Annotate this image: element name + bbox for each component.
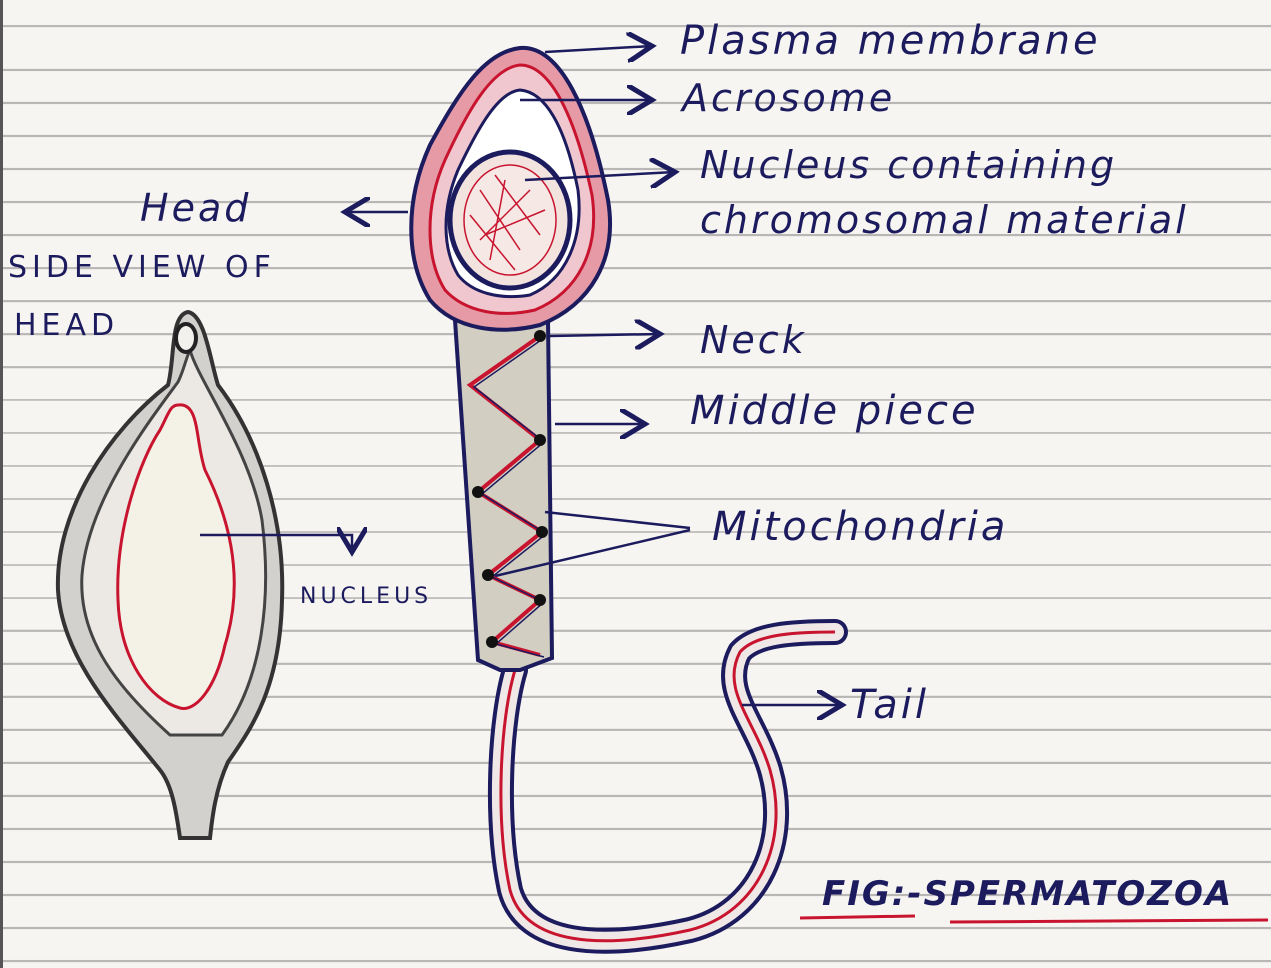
mitochondria-label: Mitochondria [712,504,1008,550]
neck-pointer [550,334,660,336]
figure-title-underline-1 [800,916,915,918]
mitochondrion-dot [482,569,494,581]
neck-label: Neck [700,318,807,362]
figure-title: FIG:-SPERMATOZOA [822,874,1233,914]
mitochondrion-dot [534,594,546,606]
mitochondrion-dot [534,434,546,446]
mitochondrion-dot [472,486,484,498]
head-label: Head [140,186,251,230]
mitochondria-pointer-upper [545,512,690,528]
mitochondrion-dot [536,526,548,538]
head-drawing [411,48,610,330]
side-view-nucleus-label: NUCLEUS [300,584,432,609]
middle-piece-label: Middle piece [690,388,979,434]
acrosome-label: Acrosome [682,76,895,120]
nucleus-label-line2: chromosomal material [700,198,1189,242]
side-view-label-line2: HEAD [14,308,119,343]
plasma-membrane-pointer [545,46,652,52]
middle-piece-drawing [455,320,552,670]
tail-drawing [501,632,835,941]
nucleus-label-line1: Nucleus containing [700,143,1117,187]
tail-label: Tail [850,682,929,728]
side-view-top-knob [176,324,196,352]
plasma-membrane-label: Plasma membrane [680,18,1101,64]
mitochondrion-dot [486,636,498,648]
side-view-head-drawing [58,312,352,838]
side-view-label-line1: SIDE VIEW OF [8,250,276,285]
mitochondrion-dot [534,330,546,342]
figure-title-underline-2 [950,920,1268,922]
middle-piece-body [455,320,552,670]
